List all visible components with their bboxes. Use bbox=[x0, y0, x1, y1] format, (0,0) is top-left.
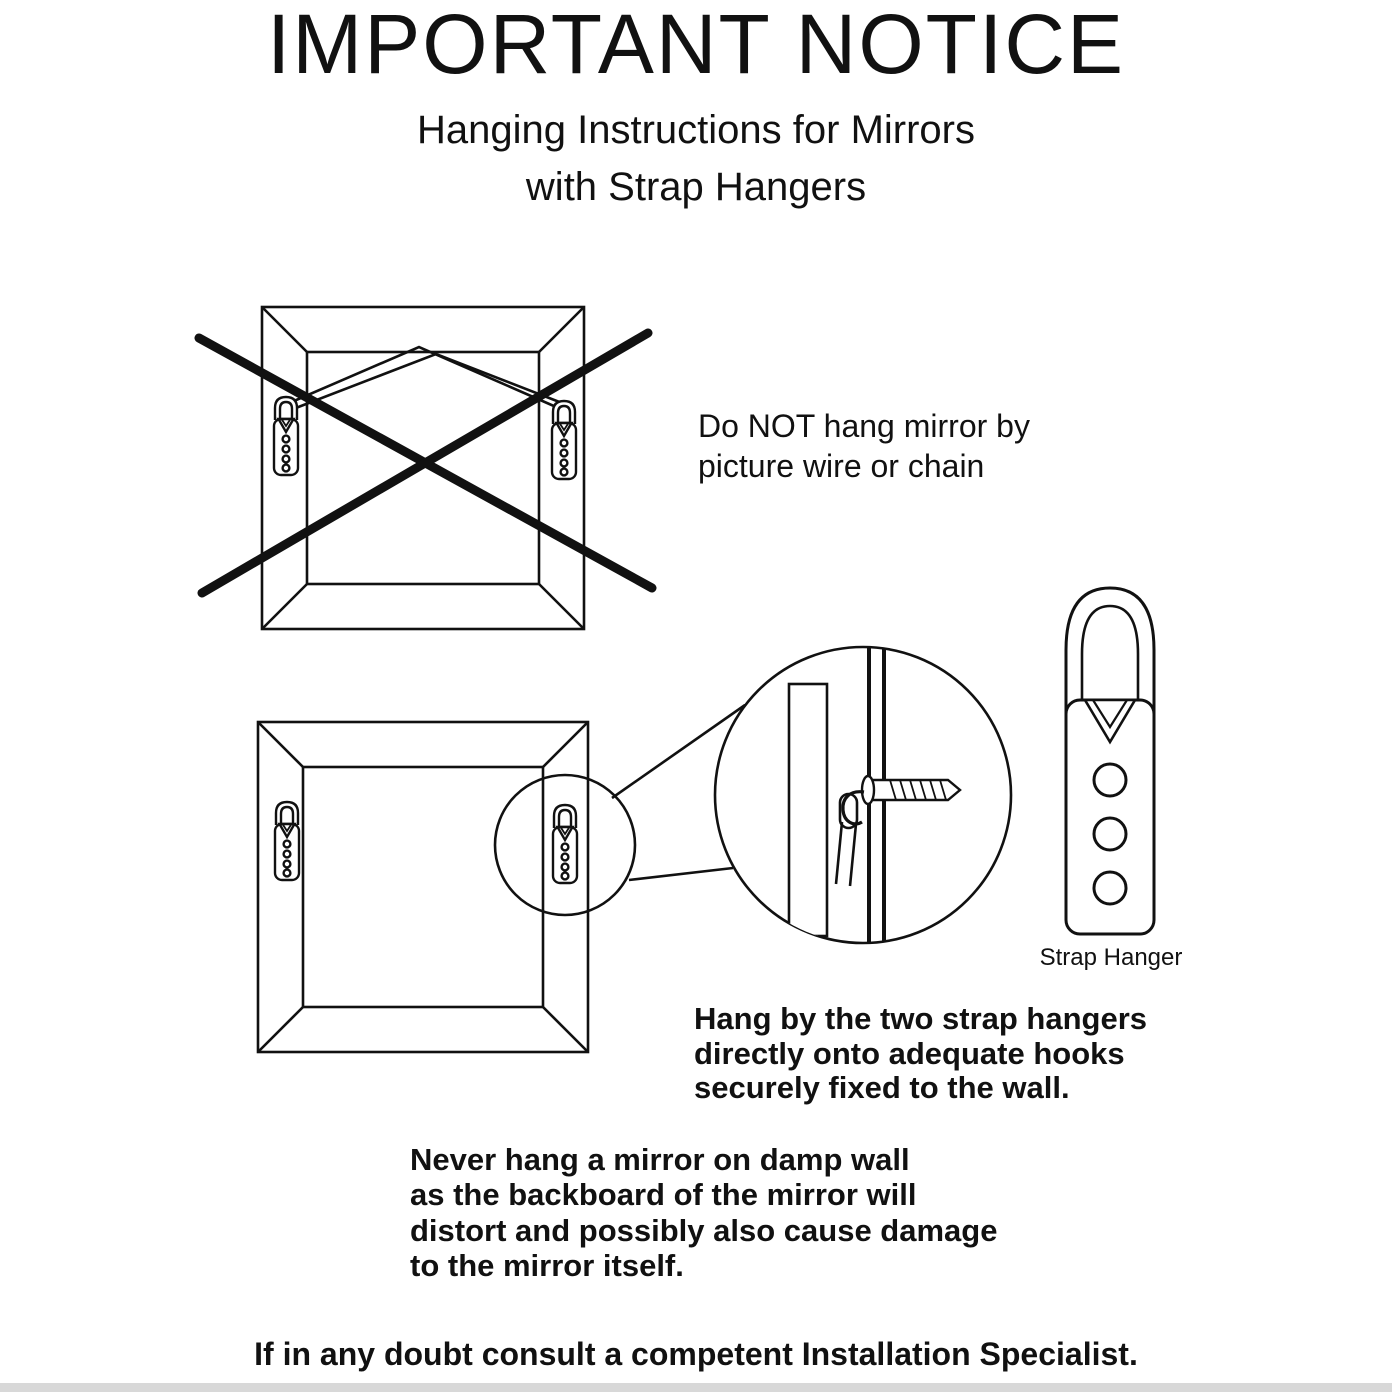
callout-line-top bbox=[611, 703, 746, 800]
page-subtitle: Hanging Instructions for Mirrors with St… bbox=[417, 108, 975, 209]
hanger-clip bbox=[1082, 698, 1138, 745]
wall-hook-screw-icon bbox=[841, 774, 962, 826]
hook-detail-view bbox=[713, 645, 1013, 945]
damp-warning-text: Never hang a mirror on damp wall as the … bbox=[410, 1142, 998, 1283]
crossed-mirror-diagram bbox=[194, 305, 657, 631]
strap-hanger-icon bbox=[272, 395, 300, 477]
mitre-line bbox=[542, 1006, 589, 1053]
hanger-loop-inner bbox=[1080, 604, 1140, 704]
correct-mirror-diagram bbox=[256, 703, 746, 1054]
hanging-strap bbox=[834, 792, 859, 887]
mitre-line bbox=[538, 306, 585, 353]
hanger-clip-fold bbox=[1092, 699, 1128, 730]
hanger-hole bbox=[1092, 816, 1128, 852]
hanger-hole bbox=[1092, 870, 1128, 906]
strap-hanger-icon bbox=[550, 399, 578, 481]
wire-warning-text: Do NOT hang mirror by picture wire or ch… bbox=[698, 408, 1030, 484]
mirror-frame-outer bbox=[256, 720, 590, 1054]
mirror-frame-inner bbox=[305, 350, 541, 586]
strap-hanger-icon bbox=[551, 803, 579, 885]
footer-note: If in any doubt consult a competent Inst… bbox=[254, 1336, 1138, 1372]
callout-line-bottom bbox=[628, 866, 734, 882]
hanger-hole bbox=[1092, 762, 1128, 798]
magnifier-circle bbox=[493, 773, 637, 917]
mitre-line bbox=[538, 583, 585, 630]
strap-hanger-label: Strap Hanger bbox=[1039, 944, 1183, 971]
mirror-frame-inner bbox=[301, 765, 545, 1009]
mitre-line bbox=[261, 306, 308, 353]
mitre-line bbox=[257, 721, 304, 768]
frame-cross-section bbox=[787, 682, 829, 938]
page-title: IMPORTANT NOTICE bbox=[266, 0, 1126, 91]
hang-instruction-text: Hang by the two strap hangers directly o… bbox=[694, 1001, 1148, 1106]
strap-hanger-large-icon bbox=[1064, 586, 1156, 936]
picture-wire bbox=[286, 345, 564, 413]
mitre-line bbox=[257, 1006, 304, 1053]
prohibition-cross-icon bbox=[194, 328, 657, 598]
mitre-line bbox=[261, 583, 308, 630]
bottom-gray-bar bbox=[0, 1383, 1392, 1392]
strap-hanger-icon bbox=[273, 800, 301, 882]
mitre-line bbox=[542, 721, 589, 768]
